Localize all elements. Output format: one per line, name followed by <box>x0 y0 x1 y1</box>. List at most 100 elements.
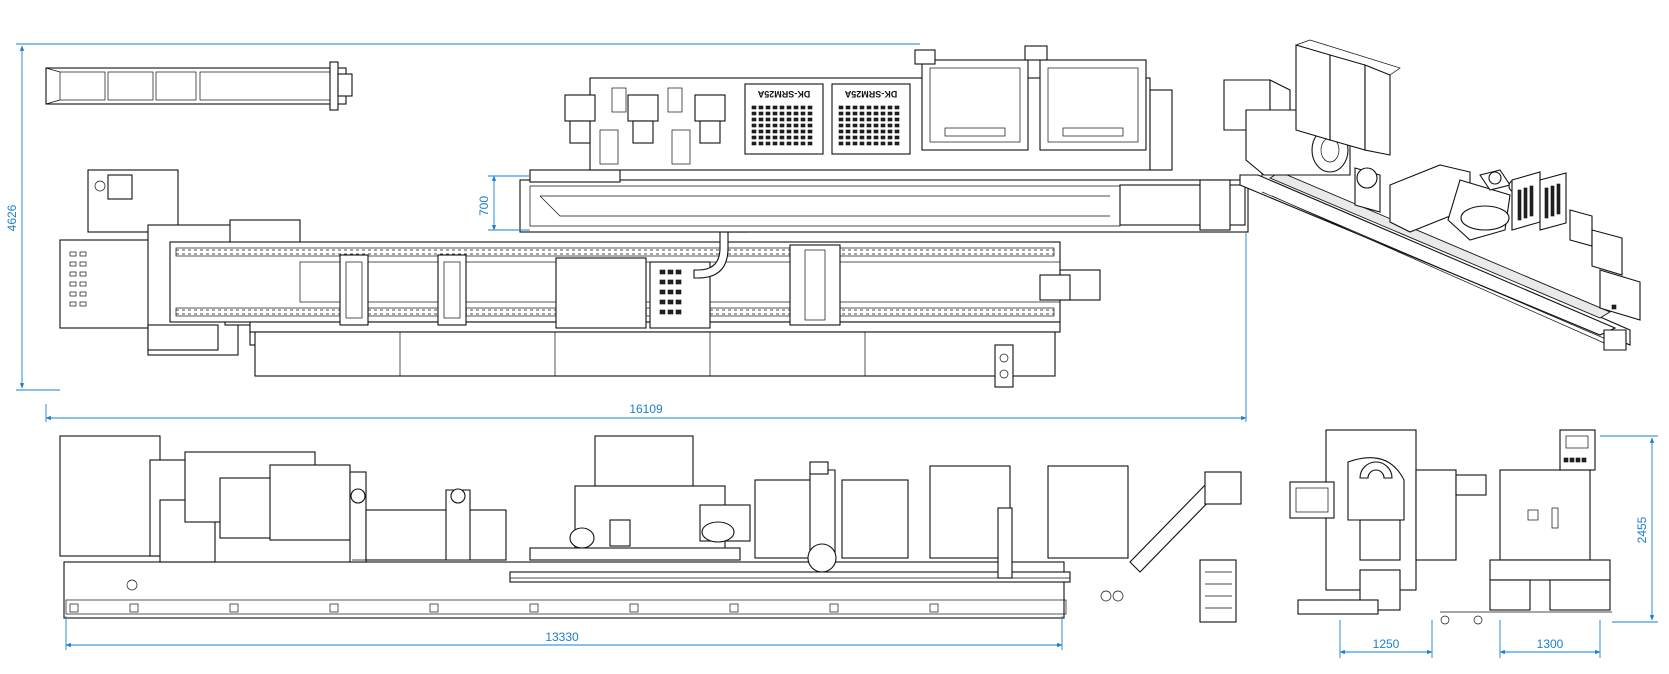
panel-key <box>894 111 900 116</box>
panel-key <box>758 141 764 146</box>
panel-key <box>758 135 764 140</box>
iso-coolant-tank <box>1389 164 1522 241</box>
panel-key <box>845 117 851 122</box>
panel-key <box>786 111 792 116</box>
panel-key <box>765 105 771 110</box>
panel-key <box>800 105 806 110</box>
panel-key <box>866 129 872 134</box>
panel-key <box>880 117 886 122</box>
dim-overall-height: 4626 <box>5 204 19 231</box>
panel-key <box>880 105 886 110</box>
panel-key <box>779 129 785 134</box>
dim-bed-length: 13330 <box>545 630 579 644</box>
panel-key <box>800 129 806 134</box>
front-tank-row <box>754 461 1129 573</box>
panel-key <box>873 129 879 134</box>
dim-machine-height: 2455 <box>1635 516 1649 543</box>
dimension-lines: 4626 16109 700 13330 2455 1250 1300 <box>5 43 1658 658</box>
panel-key <box>800 123 806 128</box>
panel-key <box>751 111 757 116</box>
isometric-view <box>1223 39 1641 351</box>
panel-key <box>786 141 792 146</box>
panel-key <box>772 123 778 128</box>
panel-key <box>880 111 886 116</box>
side-elevation <box>1289 429 1612 625</box>
panel-key <box>880 123 886 128</box>
panel-key <box>880 135 886 140</box>
panel-key <box>772 105 778 110</box>
panel-key <box>751 105 757 110</box>
panel-key <box>838 105 844 110</box>
control-panel-2: DK-SRM25A <box>831 83 911 155</box>
panel-key <box>800 141 806 146</box>
panel-key <box>887 111 893 116</box>
panel-key <box>793 123 799 128</box>
panel-key <box>852 141 858 146</box>
iso-control-panels <box>1511 171 1641 351</box>
panel-key <box>765 135 771 140</box>
electrical-cabinets-plan <box>914 45 1173 171</box>
panel-key <box>894 105 900 110</box>
panel-key <box>786 135 792 140</box>
panel-2-label: DK-SRM25A <box>844 89 897 99</box>
panel-key <box>779 111 785 116</box>
panel-1-label: DK-SRM25A <box>757 89 810 99</box>
front-long-rail <box>509 507 1071 583</box>
panel-key <box>887 129 893 134</box>
panel-key <box>765 111 771 116</box>
panel-key <box>866 111 872 116</box>
panel-key <box>772 135 778 140</box>
panel-key <box>838 123 844 128</box>
panel-key <box>845 129 851 134</box>
panel-key <box>758 105 764 110</box>
panel-key <box>852 105 858 110</box>
panel-key <box>779 135 785 140</box>
front-coolant-cabinet <box>529 435 751 561</box>
panel-key <box>807 141 813 146</box>
dim-tank-offset: 700 <box>477 196 491 216</box>
panel-key <box>751 135 757 140</box>
panel-key <box>838 117 844 122</box>
panel-key <box>779 117 785 122</box>
panel-key <box>807 117 813 122</box>
panel-key <box>894 129 900 134</box>
panel-key <box>765 141 771 146</box>
panel-key <box>793 111 799 116</box>
dim-side-width-left: 1250 <box>1373 637 1400 651</box>
panel-key <box>852 117 858 122</box>
panel-key <box>807 111 813 116</box>
panel-key <box>873 105 879 110</box>
panel-key <box>779 105 785 110</box>
panel-key <box>751 129 757 134</box>
panel-key <box>800 111 806 116</box>
panel-key <box>758 111 764 116</box>
control-panel-1: DK-SRM25A <box>744 83 824 155</box>
panel-key <box>793 129 799 134</box>
panel-key <box>845 141 851 146</box>
panel-key <box>859 135 865 140</box>
panel-key <box>866 123 872 128</box>
coolant-tank-plan: DK-SRM25A DK-SRM25A <box>519 45 1249 233</box>
panel-key <box>793 105 799 110</box>
panel-key <box>838 141 844 146</box>
panel-key <box>793 135 799 140</box>
panel-key <box>852 123 858 128</box>
panel-key <box>866 117 872 122</box>
panel-key <box>866 105 872 110</box>
panel-key <box>894 123 900 128</box>
top-plan-view: DK-SRM25A DK-SRM25A <box>45 45 1249 388</box>
panel-key <box>793 141 799 146</box>
panel-key <box>807 123 813 128</box>
panel-key <box>807 105 813 110</box>
front-elevation <box>59 435 1242 623</box>
panel-key <box>845 105 851 110</box>
front-steady-rests <box>352 488 507 561</box>
panel-key <box>887 135 893 140</box>
panel-key <box>894 117 900 122</box>
panel-key <box>765 129 771 134</box>
panel-key <box>786 117 792 122</box>
panel-key <box>866 141 872 146</box>
panel-key <box>751 141 757 146</box>
spindle-motors-plan <box>564 87 726 165</box>
panel-key <box>807 129 813 134</box>
